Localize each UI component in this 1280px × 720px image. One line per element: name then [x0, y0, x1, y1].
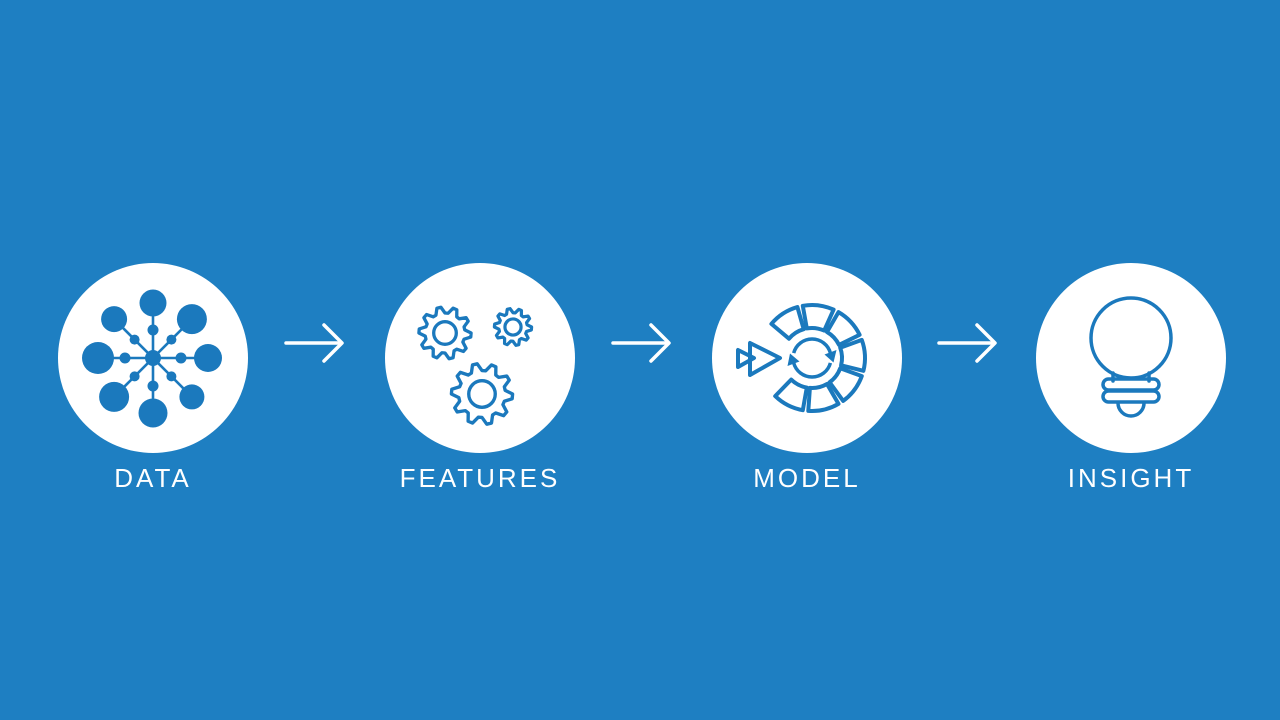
step-label-data: DATA: [114, 463, 192, 493]
step-label-insight: INSIGHT: [1067, 463, 1195, 493]
step-label-model: MODEL: [753, 463, 861, 493]
lightbulb-icon: [1089, 296, 1173, 418]
right-arrow-icon: [284, 323, 344, 363]
model-cycle-icon: [736, 303, 867, 414]
step-circle-insight: [1036, 263, 1226, 453]
right-arrow-icon: [611, 323, 671, 363]
step-label-features: FEATURES: [399, 463, 561, 493]
right-arrow-icon: [937, 323, 997, 363]
data-network-icon: [82, 289, 222, 428]
step-circle-features: [385, 263, 575, 453]
gears-icon: [417, 305, 534, 426]
step-circle-model: [712, 263, 902, 453]
step-circle-data: [58, 263, 248, 453]
